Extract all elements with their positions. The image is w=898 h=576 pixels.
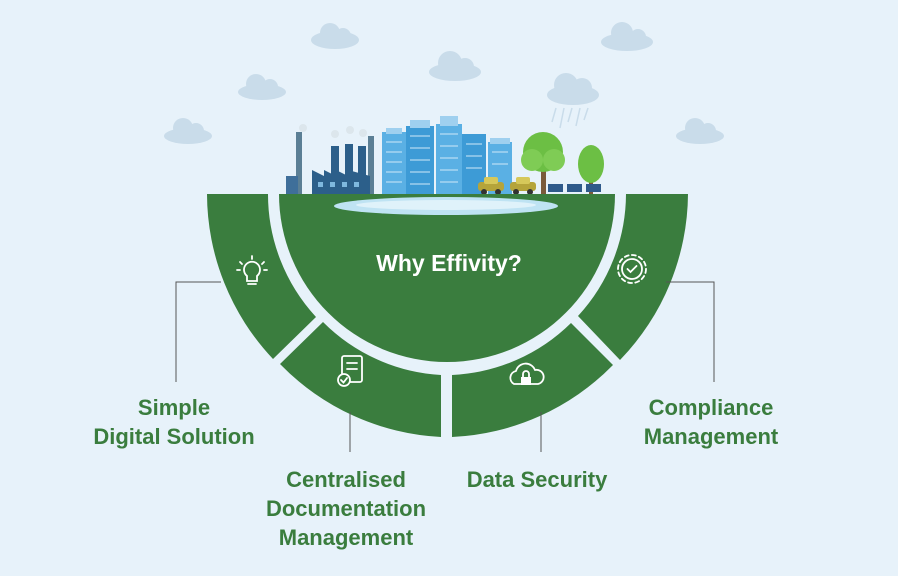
cloud-icon	[311, 23, 359, 49]
lightbulb-icon	[236, 255, 268, 285]
rain-cloud-icon	[547, 73, 599, 129]
tree-icon	[578, 145, 604, 194]
document-check-icon	[337, 355, 363, 387]
label-compliance-management: Compliance Management	[643, 395, 779, 449]
car-icon	[510, 177, 536, 195]
center-hemisphere	[279, 194, 615, 362]
label-centralised-documentation: Centralised Documentation Management	[265, 467, 427, 550]
connector-lines	[175, 281, 715, 452]
label-data-security: Data Security	[466, 467, 608, 492]
cloud-lock-icon	[509, 362, 545, 385]
tree-icon	[521, 132, 565, 194]
segment-simple-digital-solution	[207, 194, 316, 359]
city-buildings-illustration	[382, 116, 512, 194]
cloud-icon	[676, 118, 724, 144]
car-icon	[478, 177, 504, 195]
factory-illustration	[286, 124, 374, 194]
cloud-icon	[164, 118, 212, 144]
cloud-icon	[601, 22, 653, 51]
solar-panel-icon	[548, 184, 601, 192]
connector-compliance	[666, 281, 715, 382]
segment-data-security	[452, 323, 613, 437]
gear-check-icon	[617, 254, 647, 284]
diagram-title: Why Effivity?	[376, 250, 522, 276]
segment-centralised-documentation	[280, 322, 441, 437]
cloud-icon	[238, 74, 286, 100]
segment-compliance-management	[578, 194, 688, 360]
cloud-icon	[429, 51, 481, 81]
connector-simple	[175, 281, 221, 382]
label-simple-digital-solution: Simple Digital Solution	[93, 395, 255, 449]
